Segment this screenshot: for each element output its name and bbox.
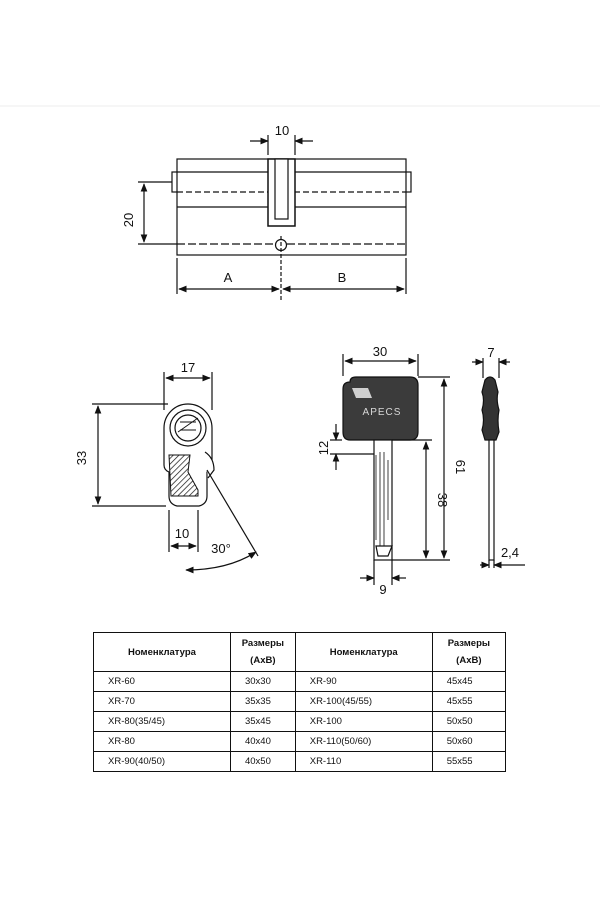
dim-b-label: B [338,270,347,285]
key-front-view [330,354,450,585]
table-header-nomenclature: Номенклатура [93,632,231,672]
dim-cam-angle: 30° [211,541,231,556]
cam-hatched-section [168,454,199,497]
table-header-sizes: Размеры(AxB) [229,632,296,672]
table-cell: 30x30 [229,671,296,692]
key-logo-mark [352,388,372,398]
table-row: XR-60 30x30 XR-90 45x45 [93,671,507,692]
dim-profile-height: 33 [74,451,89,465]
table-cell: XR-100 [294,711,433,732]
dim-key-head-width: 30 [373,344,387,359]
dim-key-blade-length: 38 [435,493,450,507]
dim-a-label: A [224,270,233,285]
table-cell: 50x50 [431,711,507,732]
dim-key-blade-thickness: 2,4 [501,545,519,560]
dim-key-total-length: 61 [453,460,468,474]
dim-key-blade-width: 9 [379,582,386,597]
table-header-sizes: Размеры(AxB) [431,632,507,672]
table-header-row: Номенклатура Размеры(AxB) Номенклатура Р… [93,632,507,672]
table-cell: XR-80(35/45) [93,711,231,732]
specification-table: Номенклатура Размеры(AxB) Номенклатура Р… [93,632,507,772]
dim-key-thickness: 7 [487,345,494,360]
table-cell: 45x45 [431,671,507,692]
table-cell: 55x55 [431,751,507,772]
key-blade [373,439,393,561]
table-cell: XR-80 [93,731,231,752]
table-cell: XR-110 [294,751,433,772]
table-header-nomenclature: Номенклатура [294,632,433,672]
key-side-blade [488,439,495,561]
table-cell: XR-60 [93,671,231,692]
key-side-head [481,376,500,441]
table-cell: XR-110(50/60) [294,731,433,752]
table-cell: 35x35 [229,691,296,712]
dim-cylinder-height: 20 [121,213,136,227]
table-row: XR-80(35/45) 35x45 XR-100 50x50 [93,711,507,732]
table-row: XR-80 40x40 XR-110(50/60) 50x60 [93,731,507,752]
cylinder-profile-view [92,372,259,574]
dim-profile-bottom: 10 [175,526,189,541]
table-cell: 45x55 [431,691,507,712]
key-brand-label: APECS [363,407,402,418]
table-row: XR-70 35x35 XR-100(45/55) 45x55 [93,691,507,712]
dim-key-head: 12 [316,441,331,455]
table-cell: XR-100(45/55) [294,691,433,712]
dim-profile-width: 17 [181,360,195,375]
table-cell: XR-70 [93,691,231,712]
dim-slot-width: 10 [275,123,289,138]
table-cell: 50x60 [431,731,507,752]
table-cell: 35x45 [229,711,296,732]
key-side-view [472,358,525,569]
table-cell: 40x50 [229,751,296,772]
cylinder-front-view [138,135,412,300]
table-cell: 40x40 [229,731,296,752]
table-row: XR-90(40/50) 40x50 XR-110 55x55 [93,751,507,772]
table-cell: XR-90(40/50) [93,751,231,772]
table-cell: XR-90 [294,671,433,692]
